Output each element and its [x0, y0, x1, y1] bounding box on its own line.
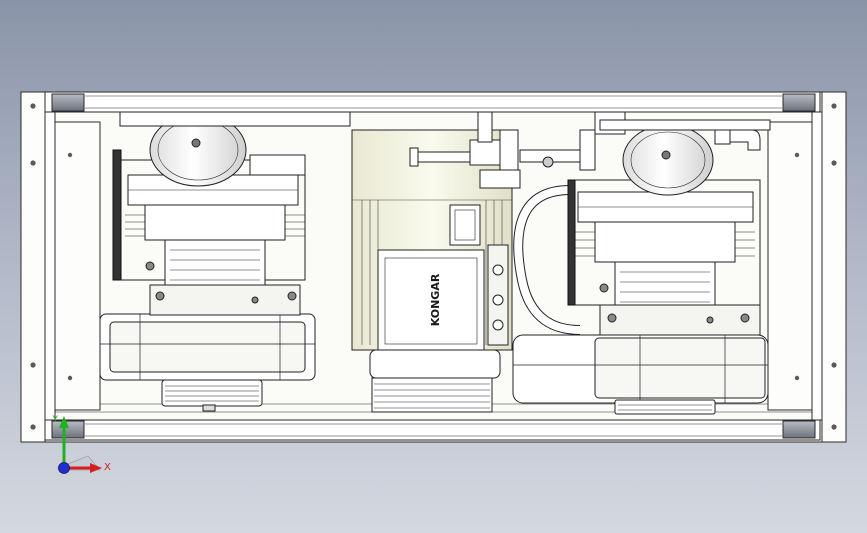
left-compressor [99, 111, 351, 412]
axis-triad [56, 416, 102, 474]
motor-brand-label: KONGAR [429, 273, 442, 326]
right-compressor [512, 119, 771, 415]
x-axis-label: X [104, 462, 111, 473]
corner-blocks [51, 93, 816, 439]
frame-bolts [30, 103, 837, 430]
electric-motor [351, 129, 513, 413]
z-axis-dot [58, 462, 70, 474]
y-axis-label: Y [52, 415, 59, 425]
